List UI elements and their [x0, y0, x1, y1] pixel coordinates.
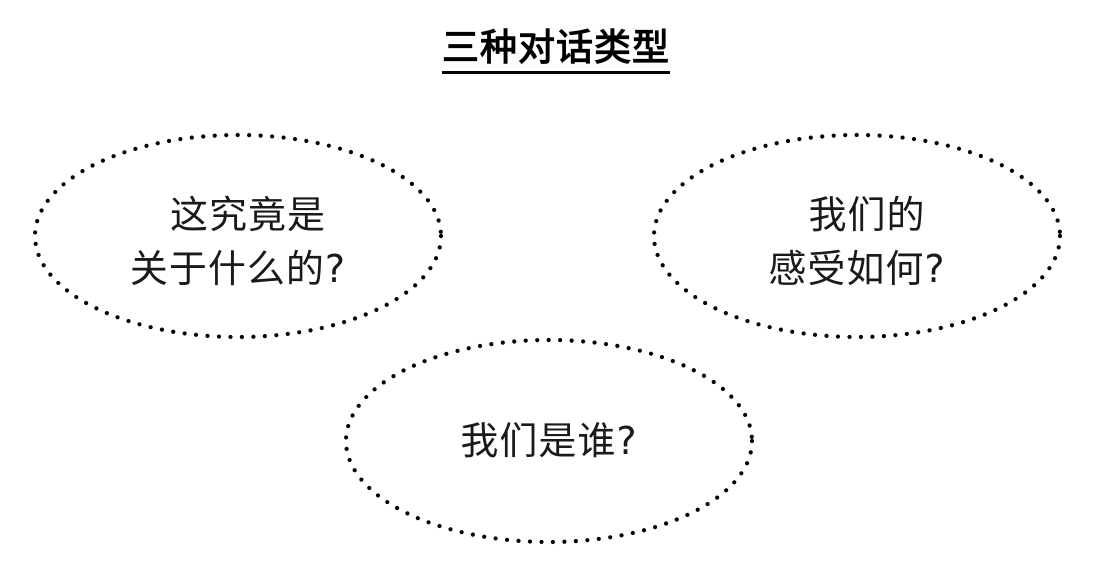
bubble-what-happened-line2: 关于什么的?	[129, 247, 347, 291]
bubble-outline-what-happened	[32, 132, 444, 340]
bubble-feelings: 我们的 感受如何?	[707, 188, 1007, 296]
bubble-what-happened-line1: 这究竟是	[169, 193, 326, 237]
bubble-feelings-line1: 我们的	[808, 193, 926, 237]
bubble-identity: 我们是谁?	[399, 414, 699, 468]
bubble-outline-identity	[343, 337, 755, 545]
bubble-outline-feelings	[651, 132, 1063, 340]
diagram-title: 三种对话类型	[0, 24, 1112, 74]
bubble-feelings-line2: 感受如何?	[768, 247, 946, 291]
bubble-identity-line1: 我们是谁?	[460, 419, 638, 463]
bubble-what-happened: 这究竟是 关于什么的?	[88, 188, 388, 296]
diagram-title-text: 三种对话类型	[442, 26, 670, 74]
